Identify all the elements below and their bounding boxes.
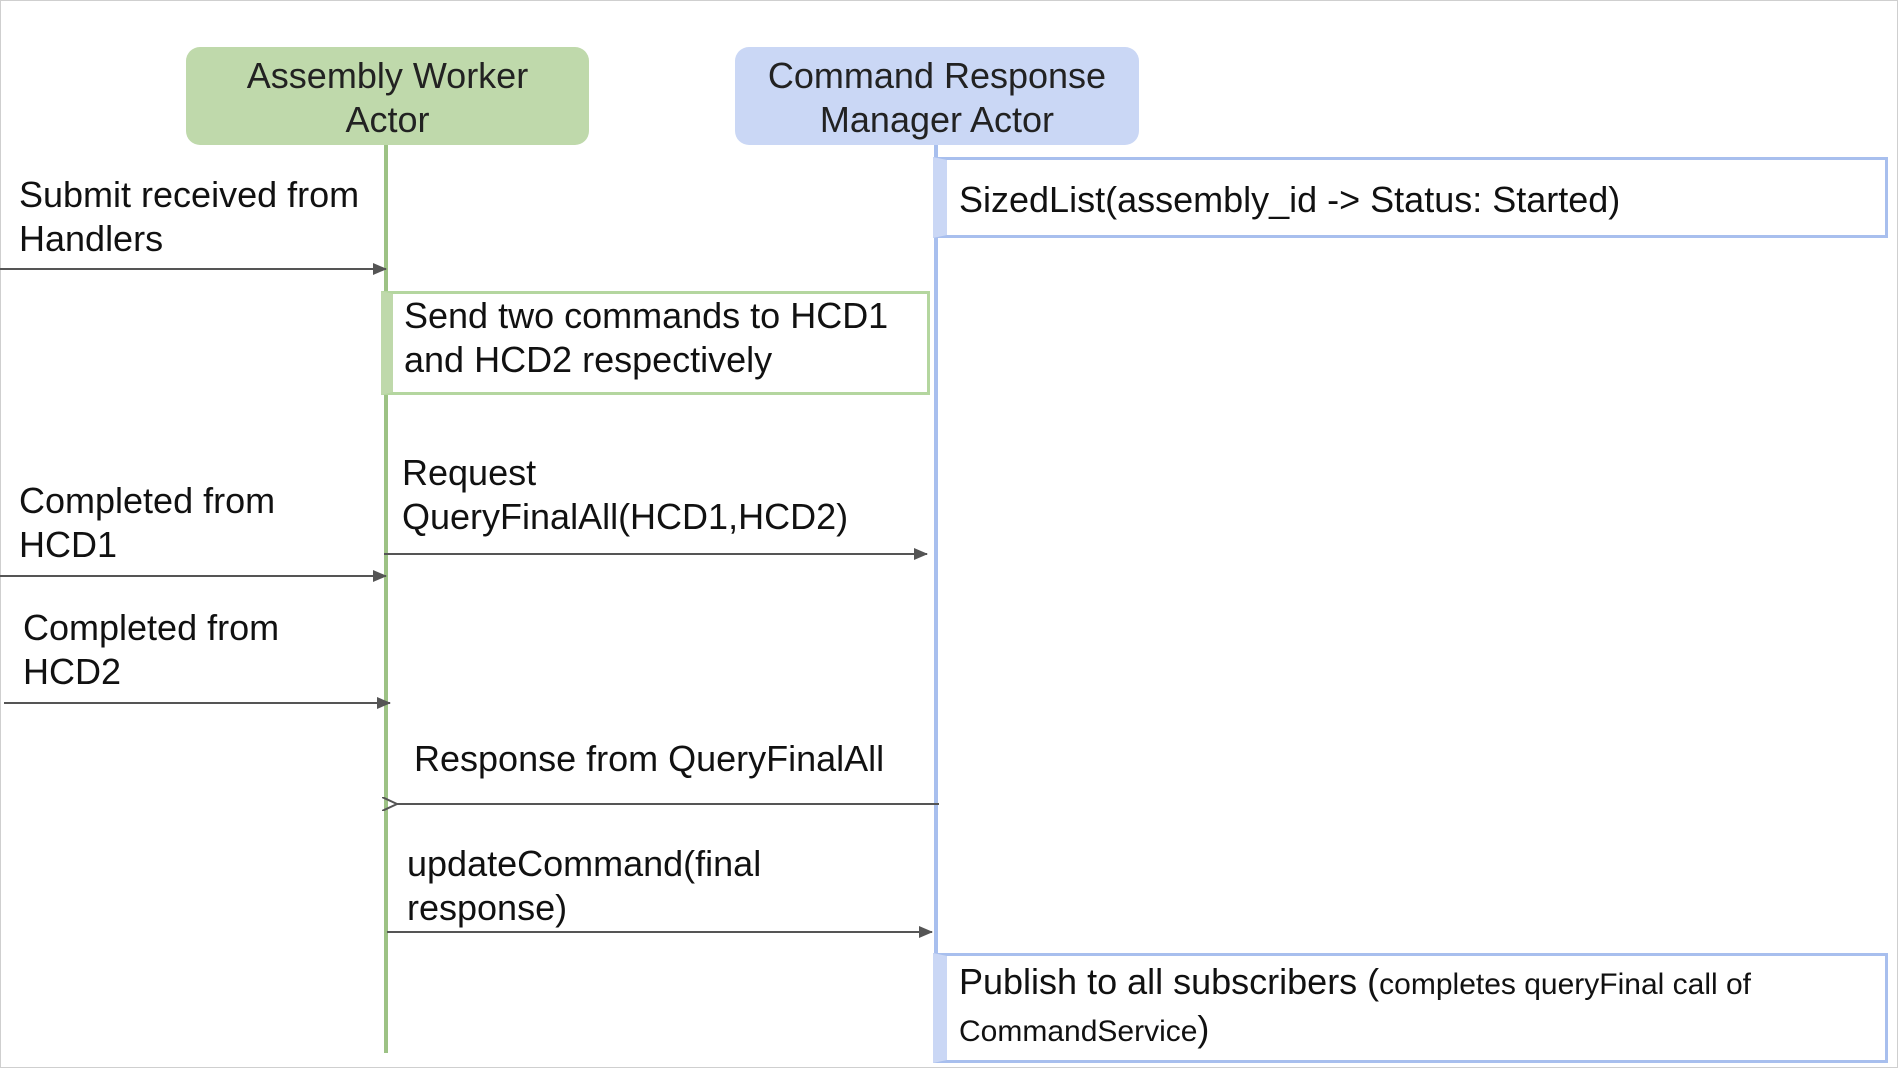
send-commands-text: Send two commands to HCD1 and HCD2 respe… — [404, 295, 889, 380]
message-submit-label: Submit received from Handlers — [19, 174, 360, 259]
publish-small-text-1: completes queryFinal call of — [1379, 968, 1752, 1001]
publish-small-text-2: CommandService — [959, 1015, 1198, 1048]
message-response-query-label: Response from QueryFinalAll — [414, 738, 885, 779]
publish-close-text: ) — [1197, 1008, 1210, 1049]
actor-command-response-manager: Command Response Manager Actor — [735, 47, 1139, 145]
actor-assembly-worker: Assembly Worker Actor — [186, 47, 589, 145]
publish-main-text: Publish to all subscribers ( — [959, 961, 1380, 1002]
publish-text: Publish to all subscribers (completes qu… — [959, 960, 1879, 1054]
actor-assembly-worker-label: Assembly Worker Actor — [246, 55, 529, 140]
message-completed-hcd1-label: Completed from HCD1 — [19, 480, 276, 565]
message-completed-hcd2-label: Completed from HCD2 — [23, 607, 280, 692]
activation-box-sized-list: SizedList(assembly_id -> Status: Started… — [933, 157, 1888, 238]
activation-box-publish: Publish to all subscribers (completes qu… — [933, 953, 1888, 1063]
message-request-query-label: Request QueryFinalAll(HCD1,HCD2) — [402, 452, 849, 537]
sized-list-text: SizedList(assembly_id -> Status: Started… — [959, 179, 1621, 220]
message-update-command-label: updateCommand(final response) — [407, 843, 762, 928]
actor-crm-label: Command Response Manager Actor — [767, 55, 1107, 140]
activation-box-send-commands: Send two commands to HCD1 and HCD2 respe… — [381, 291, 930, 395]
